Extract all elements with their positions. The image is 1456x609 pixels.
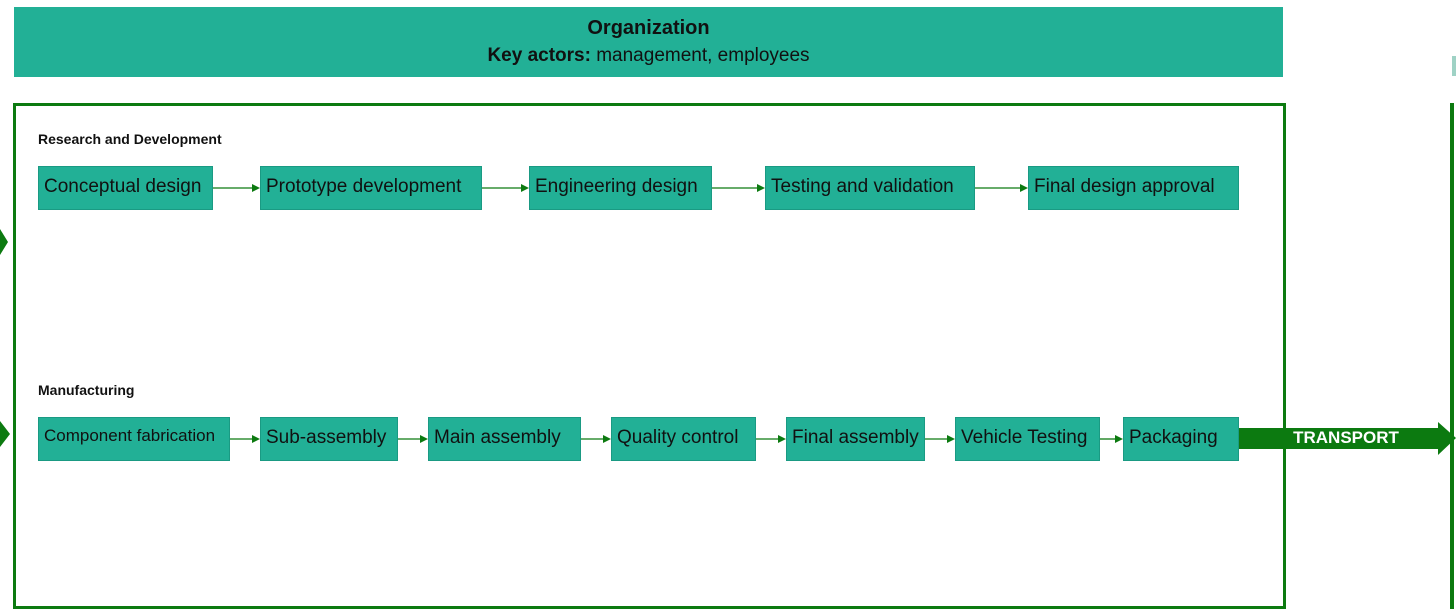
organization-title: Organization xyxy=(587,17,710,39)
left-entry-arrow-manufacturing xyxy=(0,421,10,447)
mfg-step-packaging: Packaging xyxy=(1123,417,1239,461)
key-actors-value: management, employees xyxy=(596,45,810,66)
transport-label: TRANSPORT xyxy=(1293,428,1399,447)
mfg-step-vehicle-testing: Vehicle Testing xyxy=(955,417,1100,461)
mfg-step-component-fabrication: Component fabrication xyxy=(38,417,230,461)
rnd-step-testing-and-validation: Testing and validation xyxy=(765,166,975,210)
rnd-step-engineering-design: Engineering design xyxy=(529,166,712,210)
key-actors-label: Key actors: xyxy=(487,45,591,66)
organization-frame xyxy=(13,103,1286,609)
left-entry-arrow-rnd xyxy=(0,229,8,255)
mfg-step-main-assembly: Main assembly xyxy=(428,417,581,461)
manufacturing-section-title: Manufacturing xyxy=(38,382,135,398)
rnd-section-title: Research and Development xyxy=(38,131,222,147)
organization-header: Organization Key actors: management, emp… xyxy=(14,7,1283,77)
rnd-step-conceptual-design: Conceptual design xyxy=(38,166,213,210)
rnd-step-prototype-development: Prototype development xyxy=(260,166,482,210)
left-entry-shaft-manufacturing xyxy=(0,430,3,438)
key-actors-line: Key actors: management, employees xyxy=(14,45,1283,67)
mfg-step-quality-control: Quality control xyxy=(611,417,756,461)
right-edge-tick xyxy=(1452,56,1456,76)
right-edge-line xyxy=(1450,103,1454,609)
mfg-step-final-assembly: Final assembly xyxy=(786,417,925,461)
mfg-step-sub-assembly: Sub-assembly xyxy=(260,417,398,461)
rnd-step-final-design-approval: Final design approval xyxy=(1028,166,1239,210)
